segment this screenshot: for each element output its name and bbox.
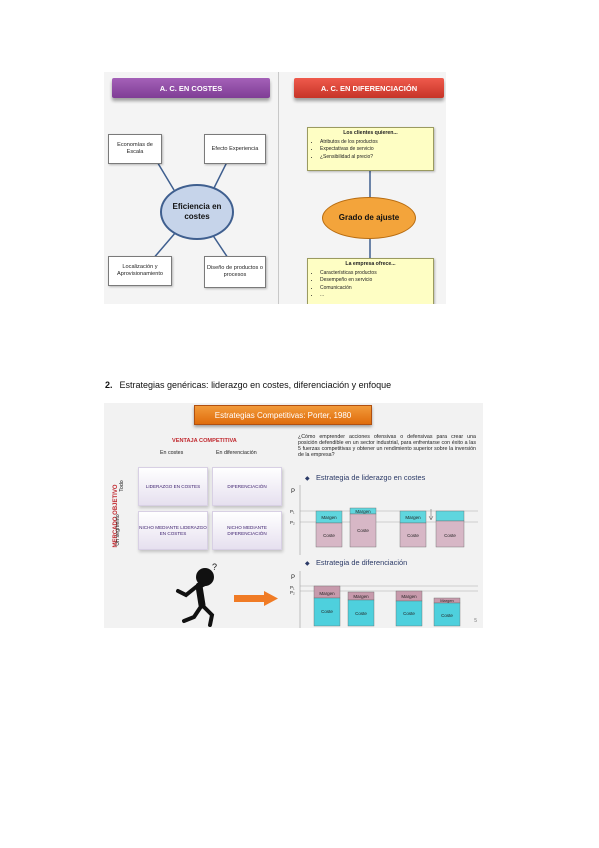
label-margen: Margen: [440, 598, 454, 603]
bar-coste: [395, 600, 423, 627]
col-label-diferenciacion: En diferenciación: [216, 450, 257, 456]
ventaja-label: VENTAJA COMPETITIVA: [172, 438, 237, 444]
cell-nicho-diferenciacion: NICHO MEDIANTE DIFERENCIACIÓN: [212, 511, 282, 550]
empresa-title: La empresa ofrece...: [345, 261, 396, 267]
banner-diferenciacion: A. C. EN DIFERENCIACIÓN: [294, 78, 444, 98]
col-label-costes: En costes: [160, 450, 184, 456]
label-coste: Coste: [321, 609, 333, 614]
eficiencia-costes-node: Eficiencia en costes: [160, 184, 234, 240]
bullet-icon: ◆: [305, 476, 310, 482]
thinking-figure-icon: ?: [176, 562, 217, 627]
box-localizacion: Localización y Aprovisionamiento: [108, 256, 172, 286]
label-margen: Margen: [353, 594, 369, 599]
label-margen: Margen: [319, 591, 335, 596]
clientes-item: ¿Sensibilidad al precio?: [320, 154, 433, 161]
section-number: 2.: [105, 380, 113, 390]
box-economias-escala: Economías de Escala: [108, 134, 162, 164]
label-margen: Margen: [321, 515, 337, 520]
question-text: ¿Cómo emprender acciones ofensivas o def…: [298, 434, 476, 458]
section-title: Estrategias genéricas: liderazgo en cost…: [119, 380, 392, 390]
bar-coste: [433, 602, 461, 627]
grado-ajuste-node: Grado de ajuste: [322, 197, 416, 239]
cell-liderazgo: LIDERAZGO EN COSTES: [138, 467, 208, 506]
label-margen: Margen: [405, 515, 421, 520]
bar-coste: [399, 522, 427, 548]
row-label-todo: Todo: [118, 480, 125, 492]
slide-page-number: 5: [474, 618, 477, 624]
bar-coste: [349, 513, 377, 548]
empresa-item: Comunicación: [320, 285, 433, 292]
clientes-title: Los clientes quieren...: [343, 130, 398, 136]
label-coste: Coste: [355, 611, 367, 616]
empresa-item: Características productos: [320, 270, 433, 277]
strategy2-title: Estrategia de diferenciación: [316, 558, 408, 567]
cost-leadership-chart: P P₁ P₂ Margen Coste Margen Coste Margen…: [290, 485, 478, 555]
row-label-segmento: Un segmento: [114, 514, 121, 546]
differentiation-chart: P P₁ P₂ Margen Coste Margen Coste Margen…: [290, 571, 478, 628]
bar-coste: [313, 597, 341, 627]
label-coste: Coste: [323, 533, 335, 538]
bar-coste: [315, 522, 343, 548]
divider: [278, 72, 279, 304]
label-margen: Margen: [355, 509, 371, 514]
label-coste: Coste: [403, 611, 415, 616]
label-coste: Coste: [407, 533, 419, 538]
banner-costes: A. C. EN COSTES: [112, 78, 270, 98]
bar-coste: [347, 599, 375, 627]
axis-p1: P₁: [290, 585, 295, 590]
empresa-item: Desempeño en servicio: [320, 277, 433, 284]
label-coste: Coste: [444, 533, 456, 538]
clientes-item: Atributos de los productos: [320, 139, 433, 146]
empresa-box: La empresa ofrece... Características pro…: [307, 258, 434, 304]
label-margen: Margen: [401, 594, 417, 599]
section-heading: 2. Estrategias genéricas: liderazgo en co…: [105, 380, 391, 390]
strategy1-title: Estrategia de liderazgo en costes: [316, 473, 426, 482]
axis-p1: P₁: [290, 509, 295, 514]
axis-p: P: [291, 489, 295, 495]
slide-title: Estrategias Competitivas: Porter, 1980: [194, 405, 372, 425]
empresa-item: ...: [320, 292, 433, 299]
bar-coste: [435, 520, 465, 548]
box-efecto-experiencia: Efecto Experiencia: [204, 134, 266, 164]
clientes-box: Los clientes quieren... Atributos de los…: [307, 127, 434, 171]
strategy-matrix: LIDERAZGO EN COSTES DIFERENCIACIÓN NICHO…: [138, 461, 282, 551]
label-coste: Coste: [357, 528, 369, 533]
axis-p: P: [291, 575, 295, 581]
arrow-right-icon: [234, 591, 278, 606]
box-diseno: Diseño de productos o procesos: [204, 256, 266, 288]
bar-margen: [435, 510, 465, 522]
svg-text:?: ?: [212, 562, 217, 572]
axis-p2: P₂: [290, 590, 295, 595]
clientes-item: Expectativas de servicio: [320, 146, 433, 153]
cell-diferenciacion: DIFERENCIACIÓN: [212, 467, 282, 506]
porter-strategies-slide: Estrategias Competitivas: Porter, 1980 V…: [104, 403, 483, 628]
cell-nicho-costes: NICHO MEDIANTE LIDERAZGO EN COSTES: [138, 511, 208, 550]
bullet-icon: ◆: [305, 561, 310, 567]
label-coste: Coste: [441, 613, 453, 618]
axis-p2: P₂: [290, 520, 295, 525]
cost-differentiation-diagram: A. C. EN COSTES A. C. EN DIFERENCIACIÓN …: [104, 72, 446, 304]
